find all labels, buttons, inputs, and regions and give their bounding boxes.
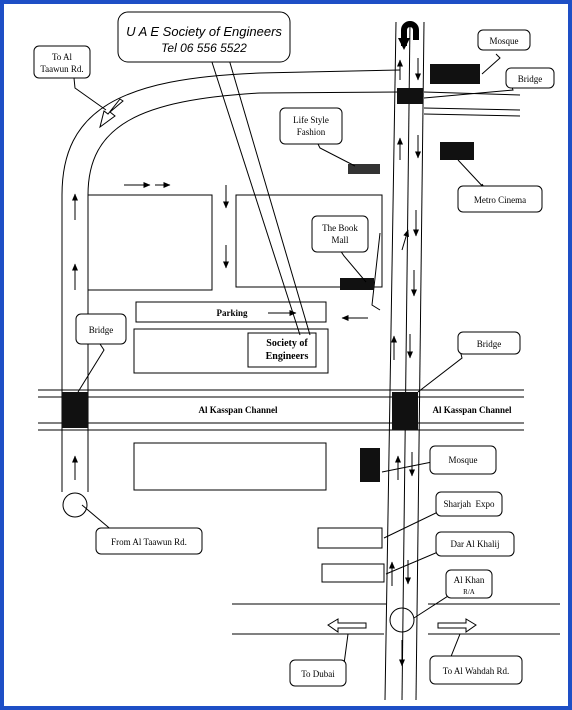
metro-cinema-label: Metro Cinema [474, 195, 526, 205]
al-khan-label-line1: Al Khan [454, 575, 485, 585]
society-box [247, 332, 317, 368]
curved-road-inner [87, 91, 401, 492]
metro-cinema-box [457, 185, 543, 213]
roundabout-al-taawun [62, 492, 88, 518]
east-road-bottom [423, 107, 521, 111]
bridge-top-pointer [423, 81, 514, 99]
life-style-box [279, 107, 343, 145]
sharjah-expo-label: Sharjah Expo [444, 499, 495, 509]
bridge-top-label: Bridge [518, 74, 543, 84]
dar-al-khalij-building [321, 563, 385, 583]
life-style-pointer [317, 143, 356, 167]
block-south-long [133, 442, 327, 491]
sharjah-expo-pointer [383, 505, 439, 539]
book-mall-icon [340, 278, 374, 290]
curved-road-outer [61, 69, 401, 492]
bridge-left-pointer [77, 343, 105, 393]
bridge-top-icon [397, 88, 423, 104]
header-phone: Tel 06 556 5522 [161, 41, 247, 55]
from-al-taawun-box [95, 527, 203, 555]
main-road-median [401, 21, 411, 701]
mosque-top-icon [430, 64, 480, 84]
life-style-icon [348, 164, 380, 174]
header-pointer-line [209, 55, 301, 336]
sharjah-expo-box [435, 491, 503, 517]
diagonal-road [371, 232, 381, 311]
al-khan-box [445, 569, 493, 599]
book-mall-label-line2: Mall [332, 235, 349, 245]
main-road-east-edge [415, 21, 425, 701]
mosque-mid-box [429, 445, 497, 475]
al-khan-label-line2: R/A [463, 588, 475, 596]
to-al-wahdah-arrow-icon [437, 618, 477, 633]
to-dubai-pointer [339, 633, 349, 666]
life-style-label-line2: Fashion [297, 127, 326, 137]
book-mall-label-line1: The Book [322, 223, 358, 233]
flow-arrow-icon [401, 229, 410, 251]
bridge-right-box [457, 331, 521, 355]
channel-label-right: Al Kasspan Channel [432, 405, 512, 415]
to-dubai-arrow-icon [327, 618, 367, 633]
main-road-west-edge [384, 21, 397, 701]
block-north-middle [235, 194, 383, 288]
book-mall-box [311, 215, 369, 253]
u-turn-icon [401, 21, 419, 46]
life-style-label-line1: Life Style [293, 115, 329, 125]
book-mall-pointer [339, 249, 367, 283]
metro-cinema-icon [440, 142, 474, 160]
channel-label-left: Al Kasspan Channel [198, 405, 278, 415]
to-al-taawun-box [33, 45, 91, 79]
bridge-top-box [505, 67, 555, 89]
mosque-top-box [477, 29, 531, 51]
dar-al-khalij-label: Dar Al Khalij [451, 539, 500, 549]
block-north-west [88, 194, 213, 291]
east-road-second [423, 113, 521, 117]
header-box [117, 11, 291, 63]
from-al-taawun-label: From Al Taawun Rd. [111, 537, 187, 547]
society-label-line2: Engineers [266, 351, 309, 362]
parking-block [133, 328, 329, 374]
bridge-left-box [75, 313, 127, 345]
to-al-taawun-label-line2: Taawun Rd. [40, 64, 83, 74]
mosque-top-label: Mosque [490, 36, 519, 46]
parking-label: Parking [216, 308, 248, 318]
parking-strip [135, 301, 327, 323]
dar-al-khalij-box [435, 531, 515, 557]
to-al-taawun-label-line1: To Al [52, 52, 73, 62]
society-label-line1: Society of [266, 338, 308, 349]
to-al-taawun-pointer [73, 77, 107, 111]
header-title: U A E Society of Engineers [126, 24, 282, 39]
sharjah-expo-building [317, 527, 383, 549]
mosque-mid-label: Mosque [449, 455, 478, 465]
bridge-right-icon [392, 392, 418, 430]
to-al-wahdah-label: To Al Wahdah Rd. [443, 666, 509, 676]
to-dubai-label: To Dubai [301, 669, 335, 679]
bridge-right-label: Bridge [477, 339, 502, 349]
mosque-top-pointer [481, 53, 501, 75]
to-dubai-box [289, 659, 347, 687]
dar-al-khalij-pointer [385, 547, 439, 575]
bridge-left-label: Bridge [89, 325, 114, 335]
bridge-right-pointer [417, 349, 463, 393]
mosque-mid-icon [360, 448, 380, 482]
header-pointer-line [227, 55, 311, 336]
roundabout-al-khan [389, 607, 415, 633]
bridge-left-icon [62, 392, 88, 428]
to-al-taawun-arrow-icon [99, 98, 124, 129]
mosque-mid-pointer [381, 457, 433, 473]
to-al-wahdah-box [429, 655, 523, 685]
